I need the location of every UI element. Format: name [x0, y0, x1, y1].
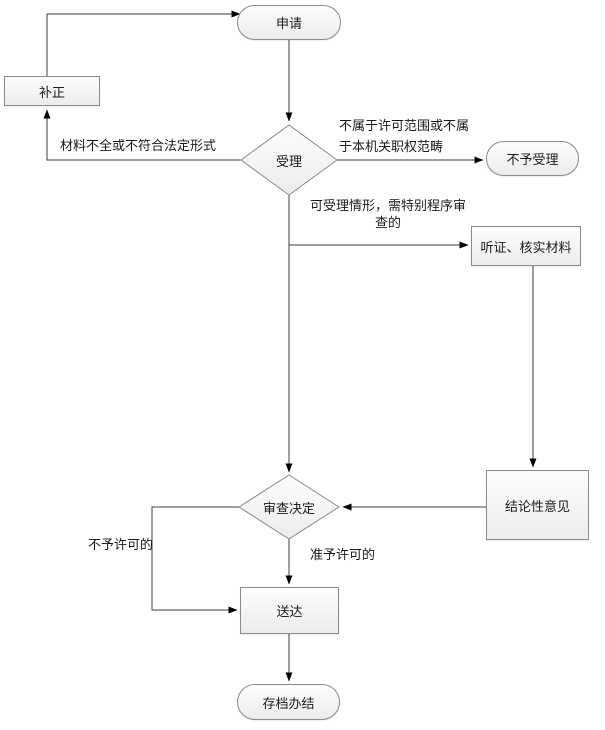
node-apply-label: 申请	[275, 17, 302, 32]
edge-label-special-procedure: 可受理情形，需特别程序审查的	[309, 199, 466, 231]
edge-label-incomplete: 材料不全或不符合法定形式	[60, 139, 217, 154]
node-deliver-label: 送达	[276, 605, 303, 620]
node-apply: 申请	[237, 5, 341, 40]
node-archive-label: 存档办结	[262, 696, 315, 712]
node-conclusion: 结论性意见	[486, 470, 589, 540]
decision-diamond	[238, 474, 340, 540]
edge-accept-to-correction	[43, 109, 241, 161]
node-reject: 不予受理	[486, 141, 579, 176]
node-reject-label: 不予受理	[506, 153, 559, 168]
edge-label-not-permitted: 不予许可的	[88, 538, 154, 553]
node-deliver: 送达	[240, 587, 339, 634]
edge-decision-to-deliver-left	[151, 506, 239, 614]
node-hearing-label: 听证、核实材料	[480, 240, 572, 256]
node-correction-label: 补正	[38, 85, 65, 101]
edge-correction-to-apply	[46, 10, 241, 76]
node-conclusion-label: 结论性意见	[504, 499, 570, 515]
node-hearing: 听证、核实材料	[471, 226, 581, 266]
accept-diamond	[240, 124, 338, 196]
node-archive: 存档办结	[237, 684, 340, 720]
edge-label-permitted: 准予许可的	[310, 548, 376, 563]
edge-label-out-of-scope: 不属于许可范围或不属于本机关职权范畴	[339, 119, 470, 155]
node-correction: 补正	[4, 76, 100, 106]
